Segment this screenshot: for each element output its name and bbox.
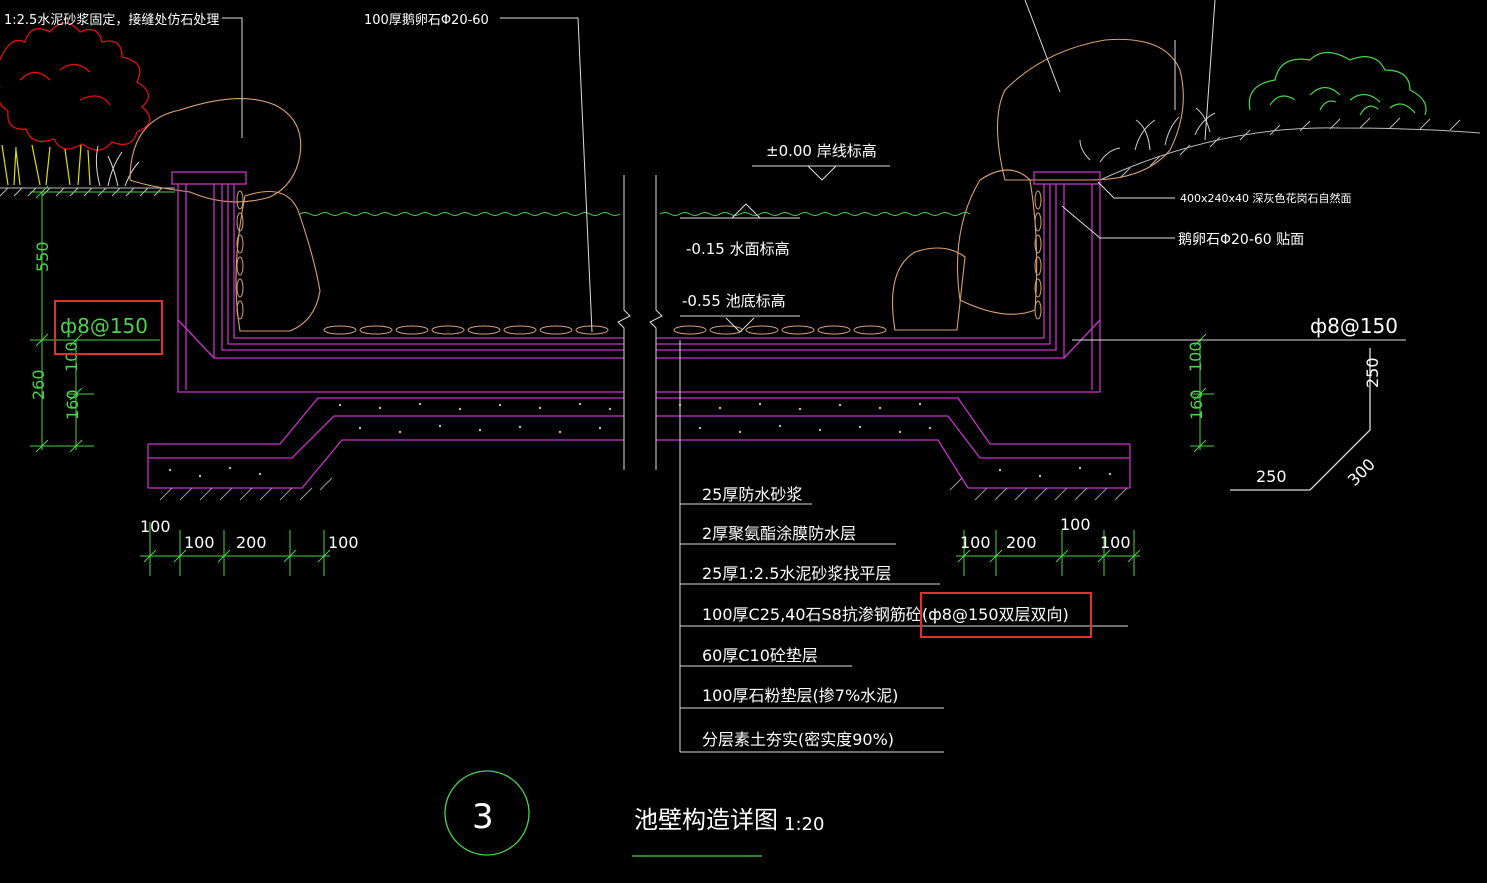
detail-number: 3 [472, 797, 494, 837]
highlight-box-layer [920, 592, 1092, 638]
elevation-bottom-label: -0.55 池底标高 [682, 292, 786, 310]
dim-bl-200: 200 [236, 533, 267, 552]
layer-item-7: 分层素土夯实(密实度90%) [702, 730, 894, 749]
dim-br-100a: 100 [960, 533, 991, 552]
bend-label-300: 300 [1344, 455, 1379, 490]
dim-label-550: 550 [33, 241, 52, 272]
dim-bl-100b: 100 [184, 533, 215, 552]
soil-hatch [159, 477, 1128, 501]
detail-title: 池壁构造详图 [634, 806, 778, 834]
bend-label-250-horizontal: 250 [1256, 467, 1287, 486]
grass-right-icon [1079, 107, 1216, 163]
dim-bl-100c: 100 [328, 533, 359, 552]
dim-bottom-right [956, 530, 1141, 576]
layer-leader [679, 340, 1128, 753]
dim-right-vertical [1190, 333, 1214, 453]
ground-right [1099, 117, 1481, 181]
rebar-label-left: ф8@150 [60, 314, 148, 338]
dim-label-260: 260 [29, 369, 48, 400]
shrub-green-icon [1248, 51, 1427, 116]
dim-br-100top: 100 [1060, 515, 1091, 534]
layer-item-4: 100厚C25,40石S8抗渗钢筋砼(ф8@150双层双向) [702, 605, 1069, 624]
layer-item-5: 60厚C10砼垫层 [702, 646, 818, 665]
callout-pebble-face: 鹅卵石Φ20-60 贴面 [1178, 231, 1304, 248]
gravel-fill [168, 402, 1112, 478]
dim-br-100b: 100 [1100, 533, 1131, 552]
detail-scale: 1:20 [784, 814, 824, 835]
break-lines [617, 175, 663, 470]
elevation-markers [680, 165, 890, 333]
water-surface [299, 212, 971, 216]
foundation-left [147, 397, 624, 489]
pebble-row [236, 190, 1042, 335]
dim-bl-100a: 100 [140, 517, 171, 536]
grass-yellow-icon [1, 144, 91, 186]
highlight-box-left [54, 300, 163, 355]
dim-label-160-right: 160 [1187, 389, 1206, 420]
dim-bottom-left [140, 522, 331, 576]
dim-left-vertical [30, 185, 175, 453]
dim-label-100-left: 100 [62, 341, 81, 372]
layer-item-6: 100厚石粉垫层(掺7%水泥) [702, 686, 898, 705]
layer-item-2: 2厚聚氨酯涂膜防水层 [702, 524, 856, 543]
layer-item-1: 25厚防水砂浆 [702, 485, 802, 504]
rock-left-icon [129, 98, 321, 332]
dim-label-100-right: 100 [1186, 341, 1205, 372]
bend-label-250-vertical: 250 [1363, 357, 1382, 388]
rock-right-icon [892, 38, 1184, 331]
leader-lines-right [1024, 0, 1216, 141]
rebar-bend-shape [1230, 348, 1371, 491]
shrub-red-icon [0, 22, 151, 151]
callout-leaders [222, 17, 1175, 333]
pond-wall-left [171, 171, 624, 393]
elevation-water-label: -0.15 水面标高 [686, 240, 790, 258]
rebar-label-right: ф8@150 [1310, 314, 1398, 338]
callout-mortar-fix: 1:2.5水泥砂浆固定，接缝处仿石处理 [4, 12, 219, 28]
callout-pebble-100: 100厚鹅卵石Φ20-60 [364, 12, 489, 28]
elevation-shore-label: ±0.00 岸线标高 [766, 142, 877, 160]
dim-label-160-left: 160 [63, 389, 82, 420]
layer-item-3: 25厚1:2.5水泥砂浆找平层 [702, 564, 891, 583]
detail-number-circle [444, 770, 530, 856]
grass-left-icon [95, 145, 140, 187]
foundation-right [656, 397, 1131, 489]
callout-granite-edge: 400x240x40 深灰色花岗石自然面 [1180, 191, 1352, 205]
dim-br-200: 200 [1006, 533, 1037, 552]
pond-wall-right [656, 171, 1101, 393]
